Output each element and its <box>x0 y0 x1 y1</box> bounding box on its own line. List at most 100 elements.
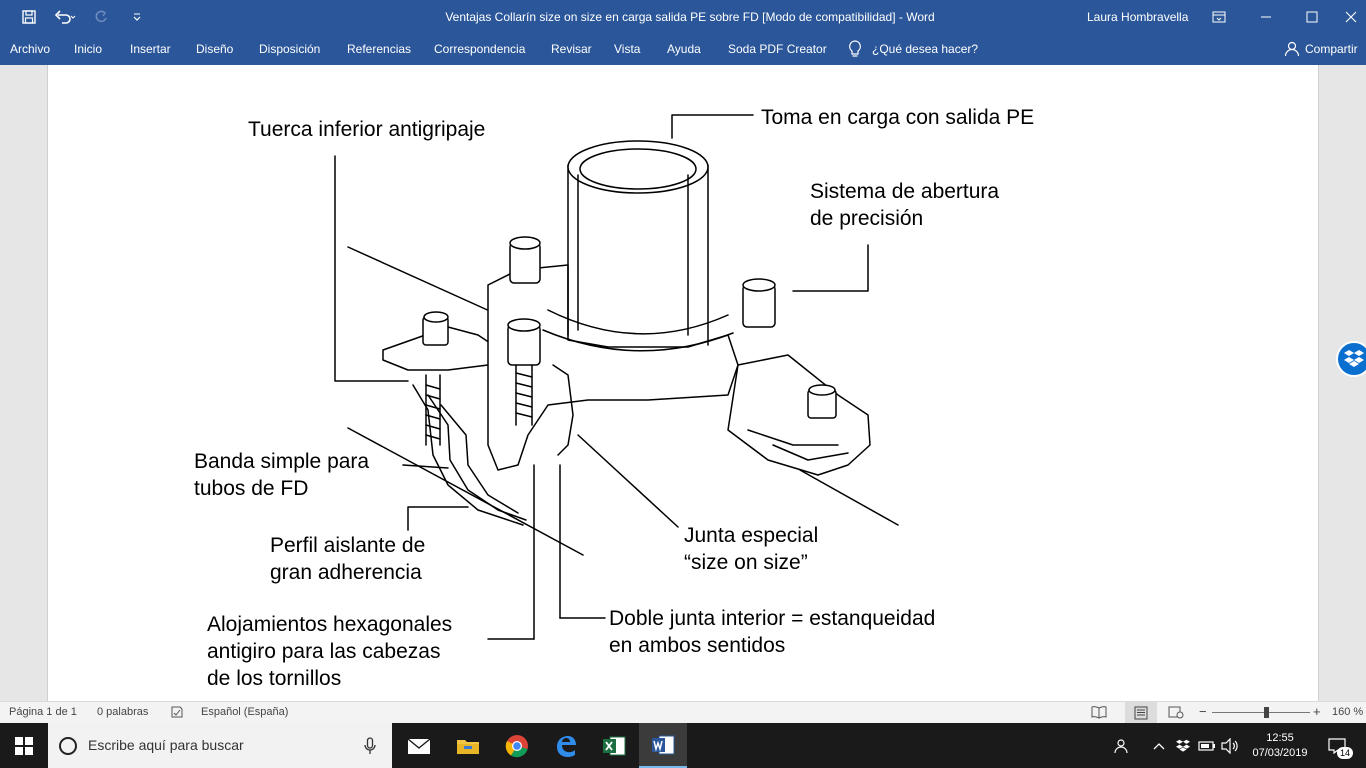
title-bar: Ventajas Collarín size on size en carga … <box>0 0 1366 34</box>
close-button[interactable] <box>1335 0 1366 34</box>
zoom-in-button[interactable]: + <box>1313 704 1321 719</box>
tray-battery[interactable] <box>1195 723 1219 768</box>
callout-doble-junta-line2: en ambos sentidos <box>609 634 786 657</box>
minimize-button[interactable] <box>1243 0 1289 34</box>
ribbon-display-options-button[interactable] <box>1196 0 1242 34</box>
callout-perfil-aislante-line1: Perfil aislante de <box>270 534 426 557</box>
speaker-icon <box>1221 737 1238 754</box>
print-layout-button[interactable] <box>1125 702 1157 723</box>
dropbox-badge[interactable] <box>1336 341 1366 377</box>
lightbulb-icon <box>849 40 861 57</box>
tab-revisar[interactable]: Revisar <box>551 42 592 56</box>
undo-button[interactable] <box>50 2 80 32</box>
windows-taskbar: Escribe aquí para buscar 12:55 07/03/201… <box>0 723 1366 768</box>
callout-alojamientos-line3: de los tornillos <box>207 667 342 690</box>
tab-referencias[interactable]: Referencias <box>347 42 412 56</box>
taskbar-excel[interactable] <box>590 723 638 768</box>
quick-access-toolbar <box>14 0 152 34</box>
ribbon-options-icon <box>1212 11 1226 23</box>
microphone-icon[interactable] <box>364 737 376 755</box>
tell-me-label: ¿Qué desea hacer? <box>872 42 979 56</box>
mail-icon <box>407 737 431 754</box>
saddle-clamp-drawing <box>334 114 899 640</box>
web-layout-icon <box>1168 706 1184 719</box>
person-icon <box>1284 41 1300 57</box>
maximize-icon <box>1306 11 1318 23</box>
word-icon <box>652 735 675 754</box>
taskbar-clock[interactable]: 12:55 07/03/2019 <box>1246 731 1314 761</box>
read-mode-button[interactable] <box>1091 705 1107 722</box>
callout-doble-junta-line1: Doble junta interior = estanqueidad <box>609 607 936 630</box>
status-bar: Página 1 de 1 0 palabras Español (España… <box>0 701 1366 723</box>
taskbar-search-box[interactable]: Escribe aquí para buscar <box>48 723 392 768</box>
chrome-icon <box>505 734 528 757</box>
share-button[interactable]: Compartir <box>1284 41 1358 57</box>
tab-vista[interactable]: Vista <box>614 42 641 56</box>
people-icon <box>1114 738 1128 753</box>
cortana-circle-icon <box>59 737 77 755</box>
tab-correspondencia[interactable]: Correspondencia <box>434 42 526 56</box>
dropbox-icon <box>1176 739 1190 752</box>
windows-logo-icon <box>15 736 33 755</box>
tray-dropbox[interactable] <box>1171 723 1195 768</box>
tab-inicio[interactable]: Inicio <box>74 42 103 56</box>
zoom-out-button[interactable]: − <box>1199 704 1207 719</box>
taskbar-chrome[interactable] <box>493 723 541 768</box>
tray-show-hidden[interactable] <box>1147 723 1171 768</box>
action-center-button[interactable]: 14 <box>1322 723 1354 768</box>
callout-tuerca-inferior: Tuerca inferior antigripaje <box>248 118 486 141</box>
share-label: Compartir <box>1305 42 1358 56</box>
close-icon <box>1345 11 1356 23</box>
search-placeholder: Escribe aquí para buscar <box>88 737 244 753</box>
callout-sistema-abertura-line1: Sistema de abertura <box>810 180 1000 203</box>
vertical-scrollbar[interactable] <box>1357 65 1366 701</box>
document-page[interactable]: Toma en carga con salida PE Tuerca infer… <box>47 65 1319 701</box>
customize-qat-button[interactable] <box>122 2 152 32</box>
user-account-name[interactable]: Laura Hombravella <box>1087 10 1189 24</box>
page-count[interactable]: Página 1 de 1 <box>9 706 77 718</box>
dropbox-icon <box>1344 350 1364 367</box>
taskbar-file-explorer[interactable] <box>444 723 492 768</box>
callout-alojamientos-line1: Alojamientos hexagonales <box>207 613 453 636</box>
page-layout-icon <box>1134 706 1148 719</box>
word-count[interactable]: 0 palabras <box>97 706 149 718</box>
document-area: Toma en carga con salida PE Tuerca infer… <box>0 65 1366 701</box>
tab-diseno[interactable]: Diseño <box>196 42 234 56</box>
tell-me-search[interactable]: ¿Qué desea hacer? <box>848 40 978 58</box>
zoom-slider-thumb[interactable] <box>1264 707 1269 718</box>
callout-perfil-aislante-line2: gran adherencia <box>270 561 422 584</box>
taskbar-mail[interactable] <box>395 723 443 768</box>
battery-icon <box>1198 740 1215 751</box>
web-layout-button[interactable] <box>1168 705 1184 722</box>
book-icon <box>1091 706 1107 719</box>
notification-icon <box>1328 737 1346 754</box>
zoom-level[interactable]: 160 % <box>1332 706 1364 718</box>
language-indicator[interactable]: Español (España) <box>201 706 289 718</box>
tray-people[interactable] <box>1110 723 1134 768</box>
chevron-up-icon <box>1153 742 1165 749</box>
tray-volume[interactable] <box>1218 723 1242 768</box>
tab-archivo[interactable]: Archivo <box>10 42 51 56</box>
save-icon <box>22 10 36 24</box>
save-button[interactable] <box>14 2 44 32</box>
excel-icon <box>603 736 626 755</box>
undo-icon <box>54 10 76 24</box>
ribbon-tabs: Archivo Inicio Insertar Diseño Disposici… <box>0 34 1366 65</box>
tab-ayuda[interactable]: Ayuda <box>667 42 701 56</box>
chevron-down-icon <box>133 13 141 21</box>
tab-disposicion[interactable]: Disposición <box>259 42 321 56</box>
start-button[interactable] <box>0 723 48 768</box>
maximize-button[interactable] <box>1289 0 1335 34</box>
tab-insertar[interactable]: Insertar <box>130 42 171 56</box>
zoom-slider-track[interactable] <box>1212 712 1310 713</box>
taskbar-word[interactable] <box>639 723 687 768</box>
taskbar-edge[interactable] <box>542 723 590 768</box>
notification-count-badge: 14 <box>1337 747 1354 759</box>
proofing-icon[interactable] <box>170 705 184 722</box>
clock-date: 07/03/2019 <box>1252 747 1308 759</box>
callout-banda-simple-line1: Banda simple para <box>194 450 370 473</box>
minimize-icon <box>1261 16 1271 18</box>
callout-alojamientos-line2: antigiro para las cabezas <box>207 640 441 663</box>
tab-soda-pdf-creator[interactable]: Soda PDF Creator <box>728 42 827 56</box>
redo-button[interactable] <box>86 2 116 32</box>
